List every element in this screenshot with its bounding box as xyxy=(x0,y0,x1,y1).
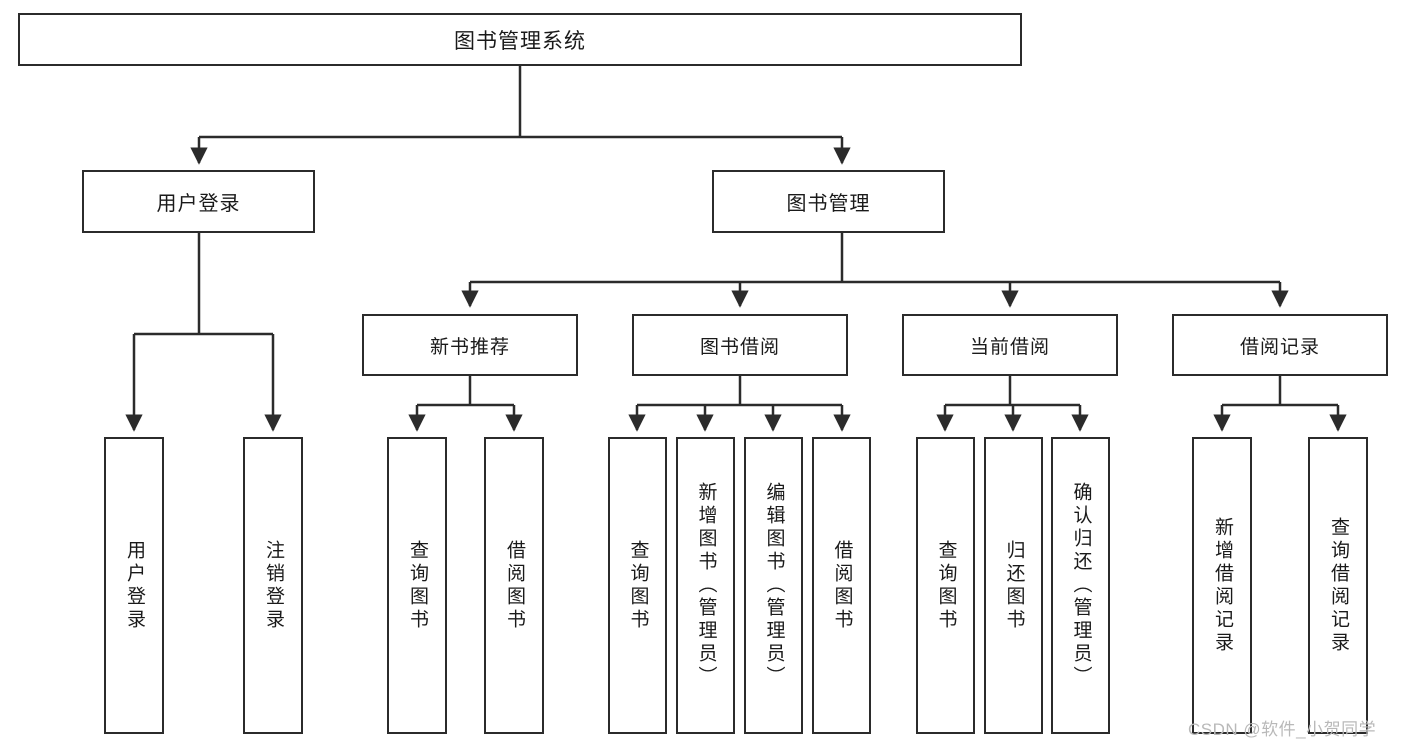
node-root-system[interactable]: 图书管理系统 xyxy=(18,13,1022,66)
leaf-confirm-return-admin[interactable]: 确认归还（管理员） xyxy=(1051,437,1110,734)
node-book-management[interactable]: 图书管理 xyxy=(712,170,945,233)
node-book-borrow[interactable]: 图书借阅 xyxy=(632,314,848,376)
leaf-add-borrow-record[interactable]: 新增借阅记录 xyxy=(1192,437,1252,734)
node-new-book-recommend[interactable]: 新书推荐 xyxy=(362,314,578,376)
leaf-query-borrow-record[interactable]: 查询借阅记录 xyxy=(1308,437,1368,734)
leaf-edit-book-admin[interactable]: 编辑图书（管理员） xyxy=(744,437,803,734)
node-user-login[interactable]: 用户登录 xyxy=(82,170,315,233)
leaf-borrow-book-recommend[interactable]: 借阅图书 xyxy=(484,437,544,734)
leaf-add-book-admin[interactable]: 新增图书（管理员） xyxy=(676,437,735,734)
leaf-logout[interactable]: 注销登录 xyxy=(243,437,303,734)
watermark-credit: CSDN @软件_小贺同学 xyxy=(1188,720,1377,739)
leaf-return-book[interactable]: 归还图书 xyxy=(984,437,1043,734)
leaf-query-book-current[interactable]: 查询图书 xyxy=(916,437,975,734)
leaf-query-book-borrow[interactable]: 查询图书 xyxy=(608,437,667,734)
leaf-user-login[interactable]: 用户登录 xyxy=(104,437,164,734)
leaf-borrow-book[interactable]: 借阅图书 xyxy=(812,437,871,734)
node-borrow-record[interactable]: 借阅记录 xyxy=(1172,314,1388,376)
node-current-borrow[interactable]: 当前借阅 xyxy=(902,314,1118,376)
leaf-query-book-recommend[interactable]: 查询图书 xyxy=(387,437,447,734)
